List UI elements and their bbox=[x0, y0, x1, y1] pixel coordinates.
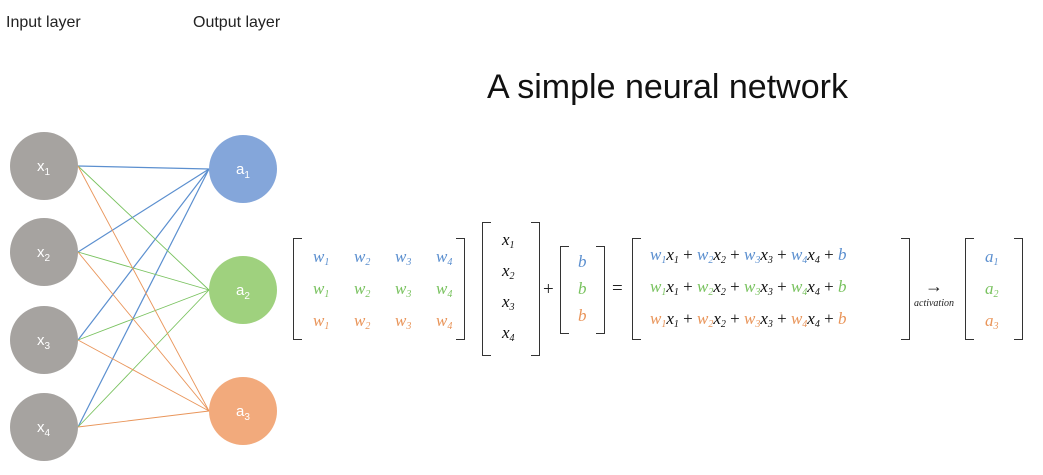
output-vector-a2: a2 bbox=[985, 279, 999, 300]
input-vector-right-bracket bbox=[531, 222, 540, 356]
input-node-x4 bbox=[10, 393, 78, 461]
nodes: x1 x2 x3 x4 a1 a2 a3 bbox=[10, 132, 277, 461]
plus-sign: + bbox=[543, 279, 554, 300]
weight-w2-row1: w2 bbox=[354, 247, 371, 268]
weight-w2-row3: w2 bbox=[354, 311, 371, 332]
input-layer-label: Input layer bbox=[6, 14, 81, 31]
input-node-x3-label: x3 bbox=[37, 332, 51, 352]
diagram-title: A simple neural network bbox=[487, 68, 848, 106]
output-node-a3 bbox=[209, 377, 277, 445]
weight-w1-row3: w1 bbox=[313, 311, 330, 332]
input-vector: x1 x2 x3 x4 bbox=[482, 222, 540, 356]
result-row-3: w1x1 + w2x2 + w3x3 + w4x4 + b bbox=[650, 309, 847, 330]
input-vector-left-bracket bbox=[482, 222, 491, 356]
input-vector-x2: x2 bbox=[502, 261, 515, 282]
edge-x3-a1 bbox=[77, 168, 210, 341]
weight-matrix: w1 w2 w3 w4 w1 w2 w3 w4 w1 w2 w3 w4 bbox=[293, 238, 465, 340]
edge-x1-a2 bbox=[77, 165, 210, 291]
weight-w2-row2: w2 bbox=[354, 279, 371, 300]
weight-w4-row1: w4 bbox=[436, 247, 453, 268]
input-node-x1-label: x1 bbox=[37, 158, 51, 178]
output-node-a3-label: a3 bbox=[236, 403, 250, 423]
output-node-a1-label: a1 bbox=[236, 161, 250, 181]
bias-b-row2: b bbox=[578, 279, 587, 298]
bias-vector-left-bracket bbox=[560, 246, 569, 334]
weight-w4-row3: w4 bbox=[436, 311, 453, 332]
weight-w1-row1: w1 bbox=[313, 247, 330, 268]
edge-x2-a3 bbox=[77, 251, 210, 412]
weight-w3-row1: w3 bbox=[395, 247, 412, 268]
output-vector-a3: a3 bbox=[985, 311, 999, 332]
result-row-1: w1x1 + w2x2 + w3x3 + w4x4 + b bbox=[650, 245, 847, 266]
network-graph: x1 x2 x3 x4 a1 a2 a3 bbox=[10, 132, 277, 461]
input-node-x1 bbox=[10, 132, 78, 200]
edge-x1-a1 bbox=[77, 165, 210, 170]
edge-x3-a3 bbox=[77, 339, 210, 412]
weight-matrix-right-bracket bbox=[456, 238, 465, 340]
input-node-x2-label: x2 bbox=[37, 244, 51, 264]
result-row-2: w1x1 + w2x2 + w3x3 + w4x4 + b bbox=[650, 277, 847, 298]
edge-x4-a2 bbox=[77, 289, 210, 428]
equals-sign: = bbox=[612, 278, 623, 299]
connections bbox=[77, 165, 210, 428]
weight-w4-row2: w4 bbox=[436, 279, 453, 300]
result-matrix-left-bracket bbox=[632, 238, 641, 340]
edge-x2-a2 bbox=[77, 251, 210, 291]
bias-b-row3: b bbox=[578, 306, 587, 325]
weight-w3-row2: w3 bbox=[395, 279, 412, 300]
input-node-x2 bbox=[10, 218, 78, 286]
output-vector-left-bracket bbox=[965, 238, 974, 340]
weight-w3-row3: w3 bbox=[395, 311, 412, 332]
activation-arrow: → bbox=[925, 276, 943, 296]
output-node-a2 bbox=[209, 256, 277, 324]
result-matrix-right-bracket bbox=[901, 238, 910, 340]
edge-x3-a2 bbox=[77, 289, 210, 341]
output-node-a1 bbox=[209, 135, 277, 203]
activation-label: activation bbox=[914, 298, 954, 309]
output-vector: a1 a2 a3 bbox=[965, 238, 1023, 340]
input-node-x4-label: x4 bbox=[37, 419, 51, 439]
input-vector-x1: x1 bbox=[502, 230, 515, 251]
output-vector-right-bracket bbox=[1014, 238, 1023, 340]
edge-x2-a1 bbox=[77, 168, 210, 253]
input-node-x3 bbox=[10, 306, 78, 374]
edge-x1-a3 bbox=[77, 165, 210, 412]
input-vector-x4: x4 bbox=[502, 323, 515, 344]
output-vector-a1: a1 bbox=[985, 247, 999, 268]
edge-x4-a3 bbox=[77, 410, 210, 428]
output-node-a2-label: a2 bbox=[236, 282, 250, 302]
edge-x4-a1 bbox=[77, 168, 210, 428]
weight-matrix-left-bracket bbox=[293, 238, 302, 340]
bias-b-row1: b bbox=[578, 252, 587, 271]
output-layer-label: Output layer bbox=[193, 14, 281, 31]
input-vector-x3: x3 bbox=[502, 292, 515, 313]
bias-vector-right-bracket bbox=[596, 246, 605, 334]
result-matrix: w1x1 + w2x2 + w3x3 + w4x4 + b w1x1 + w2x2… bbox=[632, 238, 910, 340]
weight-w1-row2: w1 bbox=[313, 279, 330, 300]
